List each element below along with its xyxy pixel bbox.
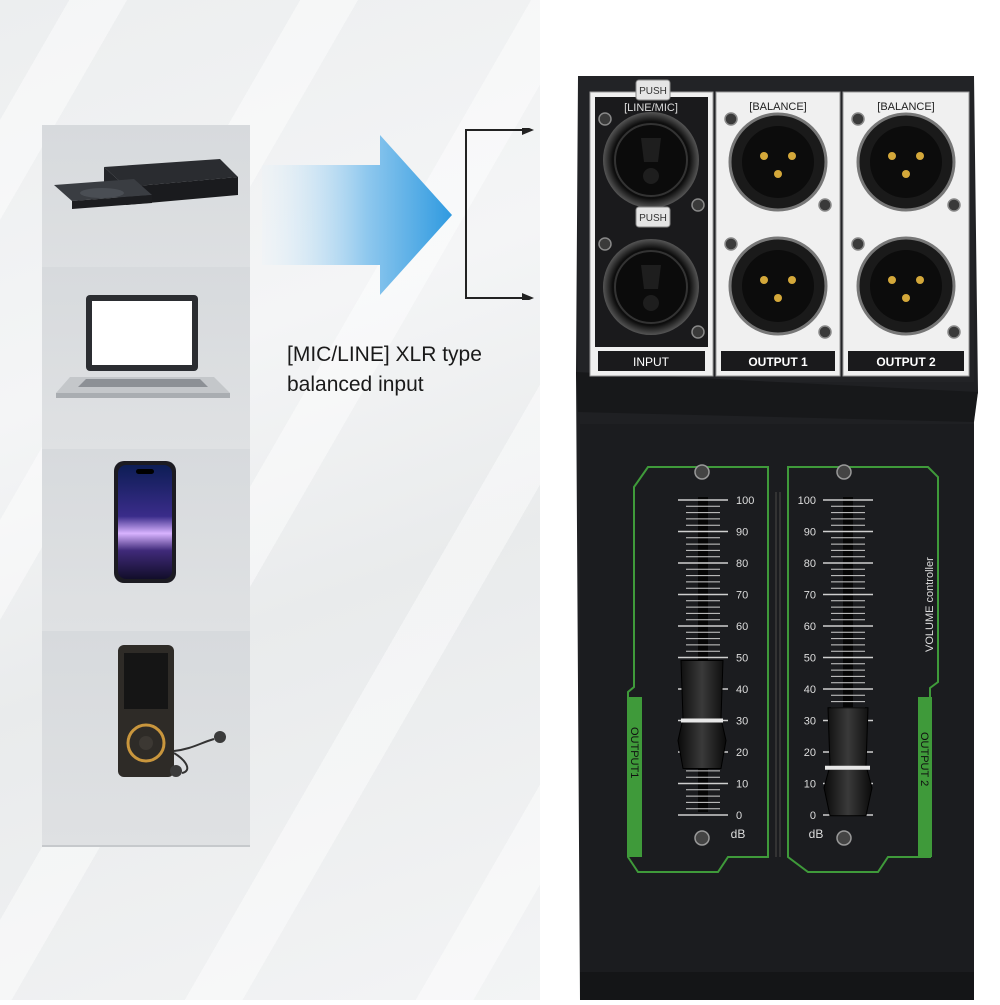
output1-tab <box>628 697 642 857</box>
fader2-scale-label: 10 <box>804 779 816 791</box>
fader-screws <box>694 464 852 846</box>
fader2-label: OUTPUT 2 <box>918 732 930 786</box>
output2-xlr-bottom[interactable] <box>856 236 956 336</box>
blu-ray-player-icon <box>54 159 238 209</box>
fader1-scale-label: 30 <box>736 716 748 728</box>
fader2-scale-label: 40 <box>804 684 816 696</box>
fader1-scale-label: 70 <box>736 590 748 602</box>
fader1-scale-label: 90 <box>736 527 748 539</box>
mixer-body: [LINE/MIC] [BALANCE] [BALANCE] INPUT OUT… <box>576 76 978 1000</box>
input-jack-2[interactable]: PUSH <box>603 206 699 335</box>
db-label-2: dB <box>809 827 824 841</box>
device-cell-mp3 <box>42 631 250 847</box>
fader1-scale-label: 100 <box>736 495 754 507</box>
input-label: [LINE/MIC] <box>624 102 678 114</box>
fader1-scale-label: 40 <box>736 684 748 696</box>
caption-line-1: [MIC/LINE] XLR type <box>287 343 482 366</box>
output2-tab <box>918 697 932 857</box>
push-label-2: PUSH <box>639 213 667 224</box>
fader2-scale-label: 0 <box>810 810 816 822</box>
routing-bracket-icon <box>465 128 534 300</box>
output1-xlr-top[interactable] <box>728 112 828 212</box>
panel-screws <box>598 112 961 339</box>
push-label-1: PUSH <box>639 86 667 97</box>
fader2-scale-label: 60 <box>804 621 816 633</box>
volume-controller-label: VOLUME controller <box>924 557 936 652</box>
fader2-scale-label: 20 <box>804 747 816 759</box>
fader1-scale-label: 10 <box>736 779 748 791</box>
caption-line-2: balanced input <box>287 373 424 396</box>
device-cell-laptop <box>42 267 250 451</box>
smartphone-icon <box>114 461 176 583</box>
fader1-scale-label: 80 <box>736 558 748 570</box>
balance-label-1: [BALANCE] <box>749 101 806 113</box>
fader2-scale-label: 50 <box>804 653 816 665</box>
fader1-scale-label: 60 <box>736 621 748 633</box>
db-label-1: dB <box>731 827 746 841</box>
audio-mixer: [LINE/MIC] [BALANCE] [BALANCE] INPUT OUT… <box>538 72 1000 1000</box>
fader1-label: OUTPUT1 <box>628 727 640 778</box>
laptop-icon <box>56 295 230 398</box>
fader1-scale-label: 50 <box>736 653 748 665</box>
input-jack-1[interactable]: PUSH <box>603 79 699 208</box>
fader2-scale-label: 100 <box>798 495 816 507</box>
input-panel-label: INPUT <box>633 355 670 369</box>
fader2-scale-label: 90 <box>804 527 816 539</box>
output2-panel-label: OUTPUT 2 <box>876 355 936 369</box>
fader1-scale-label: 0 <box>736 810 742 822</box>
fader2-scale-label: 70 <box>804 590 816 602</box>
balance-label-2: [BALANCE] <box>877 101 934 113</box>
flow-arrow-icon <box>262 135 452 295</box>
fader2-scale-label: 30 <box>804 716 816 728</box>
output1-xlr-bottom[interactable] <box>728 236 828 336</box>
device-cell-phone <box>42 449 250 633</box>
caption: [MIC/LINE] XLR type balanced input <box>287 340 527 400</box>
fader1-scale-label: 20 <box>736 747 748 759</box>
output1-panel-label: OUTPUT 1 <box>748 355 808 369</box>
mp3-player-icon <box>118 645 226 777</box>
output2-xlr-top[interactable] <box>856 112 956 212</box>
fader2-scale-label: 80 <box>804 558 816 570</box>
device-strip <box>42 125 250 847</box>
